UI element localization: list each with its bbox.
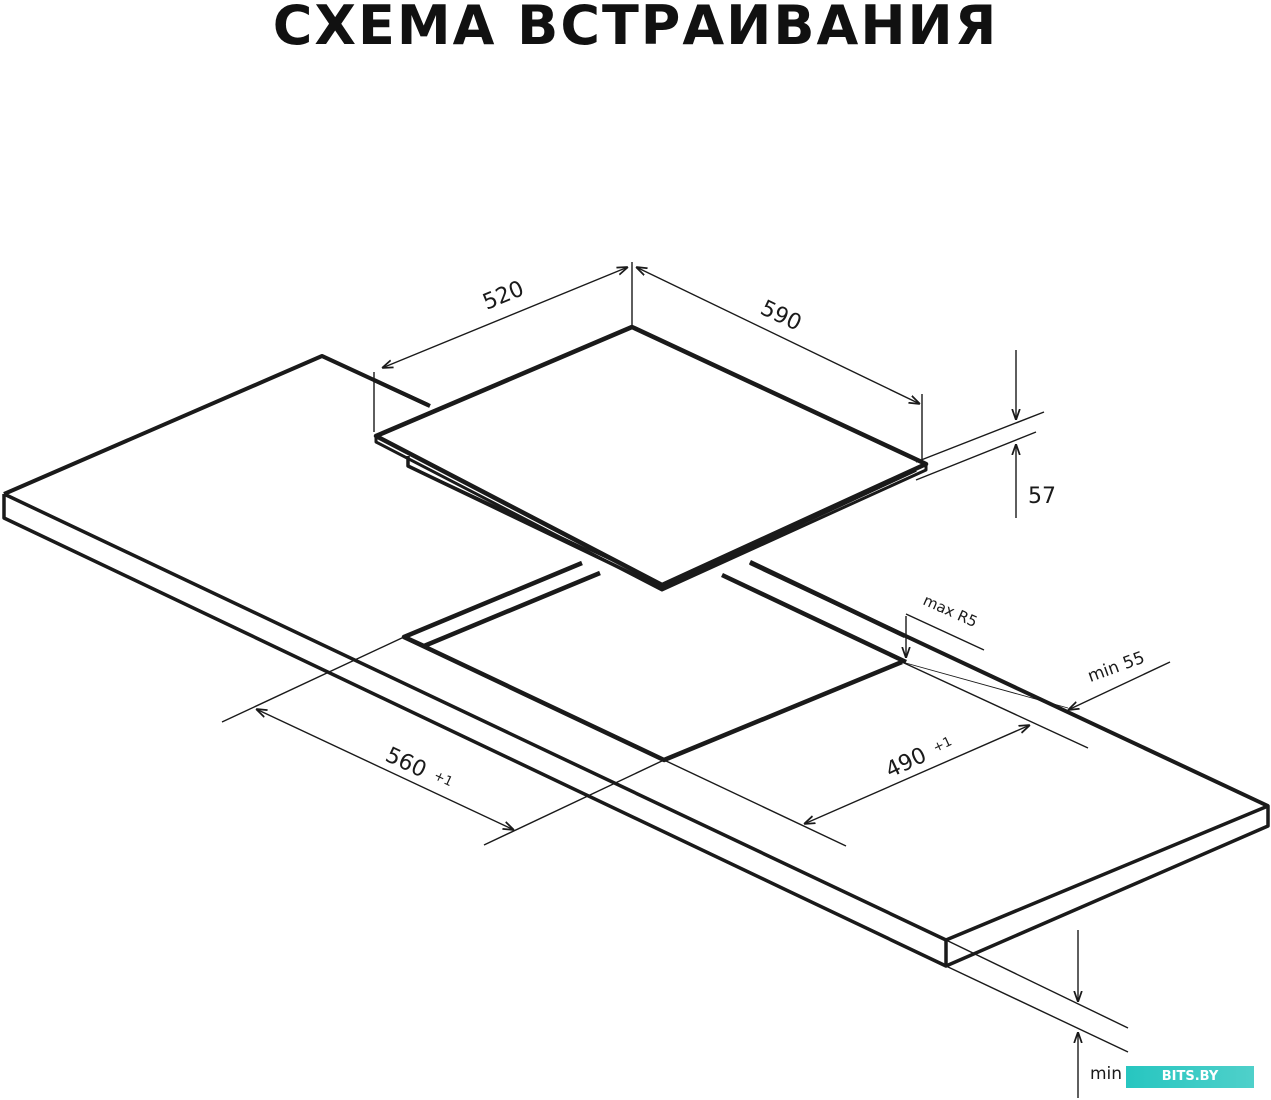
- label-min-bottom: min: [1090, 1064, 1122, 1084]
- countertop-top-left-tail: [373, 378, 431, 408]
- hob-glass-thickness: [374, 436, 928, 592]
- dim-590-line: [636, 267, 920, 404]
- label-57: 57: [1028, 484, 1056, 509]
- label-590: 590: [756, 296, 805, 337]
- dim-560-line: [256, 709, 514, 830]
- watermark-logo: BITS.BY: [1126, 1066, 1254, 1088]
- diagram-title: СХЕМА ВСТРАИВАНИЯ: [272, 0, 999, 57]
- dim-490-line: [804, 725, 1030, 824]
- dim-55-arrow: [1068, 661, 1171, 710]
- countertop-top-left: [3, 354, 429, 496]
- hob-glass-top: [373, 324, 929, 588]
- dimension-lines: [221, 262, 1171, 1098]
- label-560: 560 +1: [381, 743, 456, 796]
- r5-leader: [905, 613, 985, 651]
- cutout-inner-right: [721, 572, 907, 665]
- cutout-back-right-edge: [749, 559, 906, 639]
- cutout-left-edge: [401, 560, 903, 763]
- dim-520-line: [382, 267, 628, 368]
- label-min-55: min 55: [1085, 648, 1147, 687]
- cutout-opening: [401, 559, 907, 763]
- label-520: 520: [479, 276, 527, 315]
- hob-body: [406, 456, 917, 590]
- cutout-inner-left: [403, 570, 601, 649]
- label-490: 490 +1: [882, 731, 957, 784]
